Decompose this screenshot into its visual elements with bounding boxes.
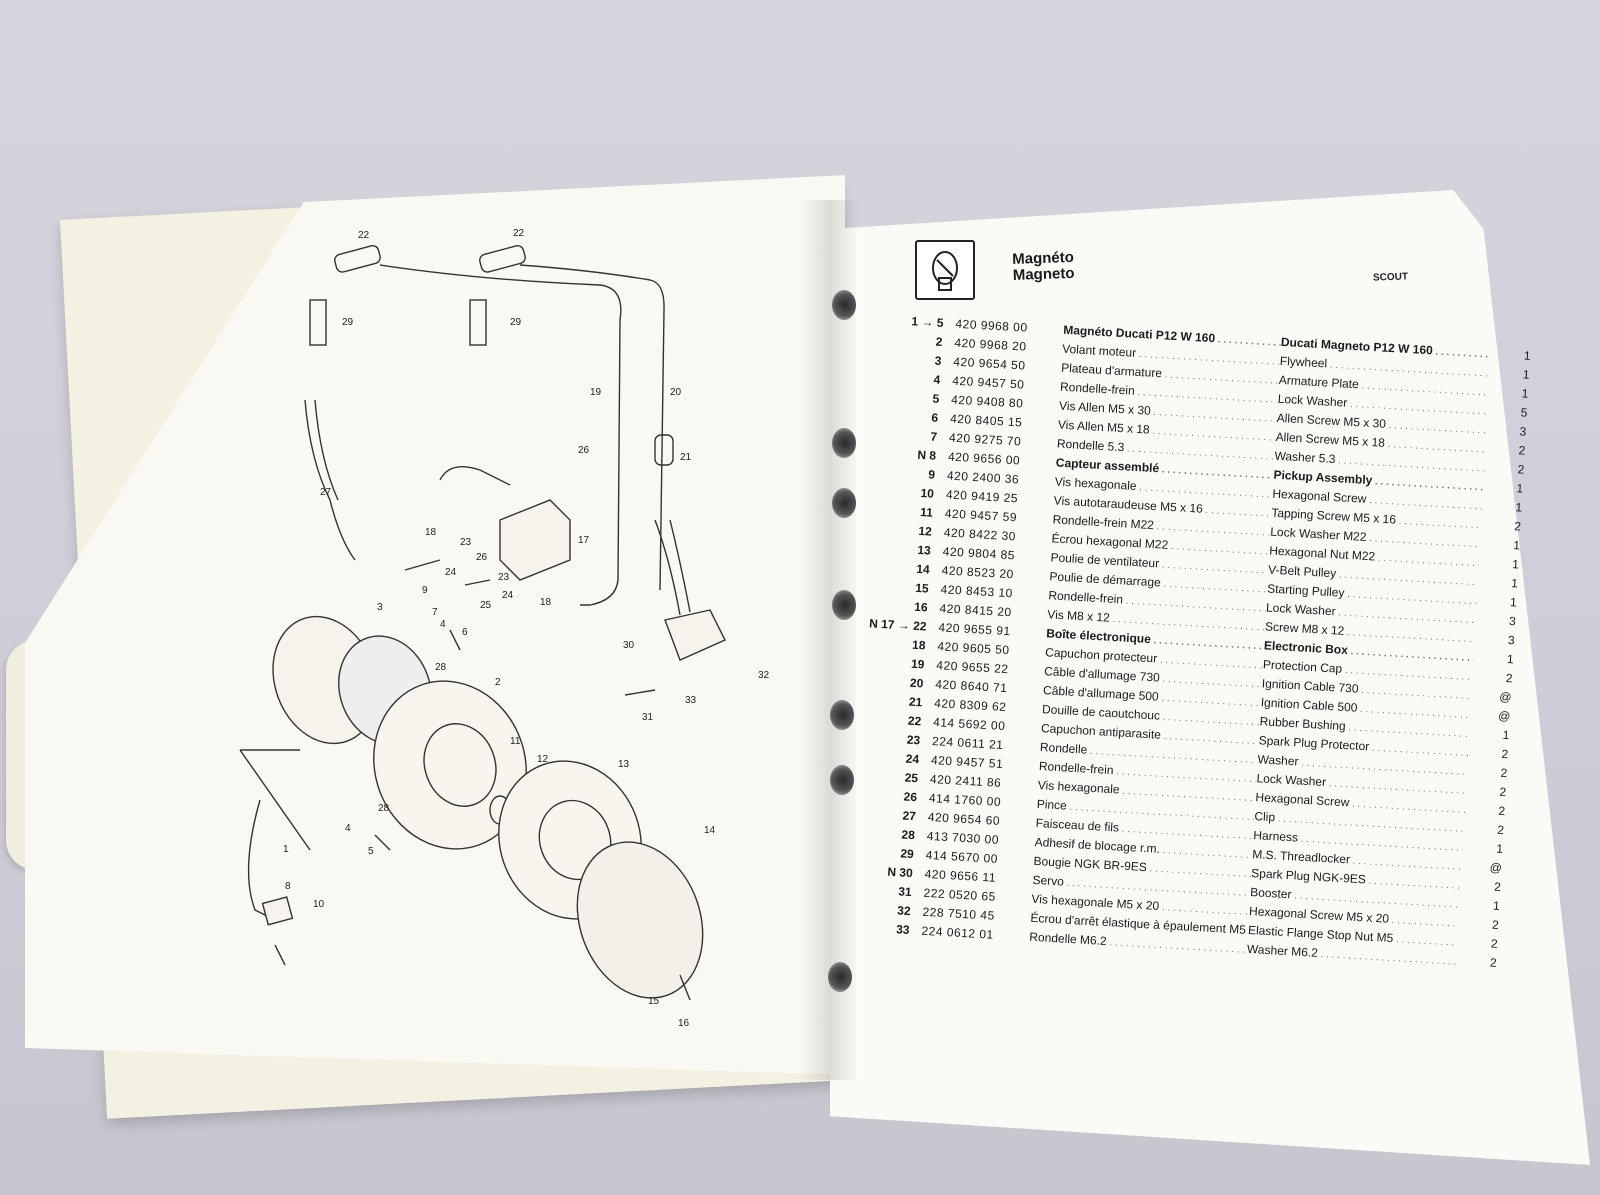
callout-label: 31	[642, 712, 654, 723]
callout-label: 19	[590, 387, 602, 398]
quantity: 2	[1505, 670, 1513, 686]
callout-label: 11	[510, 736, 521, 747]
callout-label: 15	[648, 996, 660, 1007]
model-name: SCOUT	[1372, 271, 1409, 284]
callout-label: 5	[368, 846, 374, 857]
quantity: 1	[1510, 576, 1519, 591]
quantity: 2	[1513, 519, 1522, 534]
magneto-icon	[915, 240, 975, 300]
callout-label: 14	[704, 825, 716, 836]
quantity: 2	[1517, 462, 1525, 477]
callout-label: 4	[440, 619, 446, 630]
callout-label: 25	[480, 600, 492, 611]
callout-label: 9	[422, 585, 428, 596]
callout-label: 20	[670, 387, 682, 398]
section-title-en: Magneto	[1012, 264, 1075, 284]
callout-label: 24	[445, 567, 457, 578]
spine-shadow	[800, 200, 860, 1080]
quantity: 5	[1520, 405, 1528, 420]
callout-label: 18	[540, 597, 552, 608]
quantity: @	[1497, 708, 1511, 724]
quantity: 3	[1519, 424, 1527, 439]
quantity: 1	[1495, 841, 1504, 857]
callout-label: 24	[502, 590, 514, 601]
quantity: 1	[1511, 557, 1520, 572]
binder-hole	[830, 700, 854, 730]
section-title: Magnéto Magneto	[1012, 249, 1075, 284]
quantity: 1	[1523, 348, 1531, 363]
callout-label: 10	[313, 899, 325, 910]
quantity: 1	[1522, 367, 1530, 382]
callout-label: 3	[377, 602, 383, 613]
callout-label: 26	[476, 552, 488, 563]
quantity: 1	[1492, 898, 1501, 913]
callout-label: 28	[378, 803, 390, 814]
callout-label: 12	[537, 754, 549, 765]
quantity: 3	[1507, 633, 1516, 648]
callout-label: 29	[510, 317, 522, 328]
callout-label: 16	[678, 1018, 690, 1029]
quantity: 1	[1502, 727, 1510, 743]
quantity: 3	[1508, 614, 1517, 629]
quantity: 1	[1506, 651, 1515, 667]
quantity: 2	[1518, 443, 1526, 458]
binder-hole	[828, 962, 852, 992]
callout-label: 33	[685, 695, 697, 706]
quantity: 2	[1493, 879, 1502, 894]
callout-label: 13	[618, 759, 630, 770]
callout-label: 26	[578, 445, 590, 456]
callout-label: 27	[320, 487, 332, 498]
callout-label: 6	[462, 627, 468, 638]
callout-label: 2	[495, 677, 501, 688]
magneto-symbol-icon	[932, 251, 958, 291]
quantity: 1	[1516, 481, 1524, 496]
quantity: 2	[1500, 765, 1508, 781]
quantity: 2	[1489, 955, 1498, 970]
quantity: @	[1489, 860, 1503, 876]
quantity: @	[1498, 689, 1512, 705]
callout-label: 32	[758, 670, 770, 681]
callout-label: 8	[285, 881, 291, 892]
quantity: 1	[1512, 538, 1521, 553]
quantity: 1	[1521, 386, 1529, 401]
callout-label: 22	[513, 228, 525, 239]
quantity: 2	[1490, 936, 1499, 951]
binder-hole	[832, 488, 856, 518]
callout-label: 21	[680, 452, 692, 463]
callout-label: 28	[435, 662, 447, 673]
quantity: 2	[1496, 822, 1505, 838]
callout-label: 18	[425, 527, 437, 538]
binder-hole	[830, 765, 854, 795]
quantity: 1	[1515, 500, 1523, 515]
callout-label: 7	[432, 607, 438, 618]
callout-label: 22	[358, 230, 370, 241]
callout-label: 17	[578, 535, 590, 546]
binder-hole	[832, 428, 856, 458]
callout-label: 29	[342, 317, 354, 328]
callout-label: 1	[283, 844, 289, 855]
quantity: 2	[1491, 917, 1500, 932]
callout-label: 23	[498, 572, 510, 583]
callout-label: 30	[623, 640, 635, 651]
binder-hole	[832, 590, 856, 620]
quantity: 1	[1509, 595, 1518, 610]
binder-hole	[832, 290, 856, 320]
quantity: 2	[1501, 746, 1509, 762]
callout-label: 23	[460, 537, 472, 548]
magneto-exploded-diagram: 22 22 29 29 19 20 21 26 27 18 17 23 26 2…	[239, 228, 770, 1029]
quantity: 2	[1498, 803, 1506, 819]
quantity: 2	[1499, 784, 1507, 800]
callout-label: 4	[345, 823, 351, 834]
